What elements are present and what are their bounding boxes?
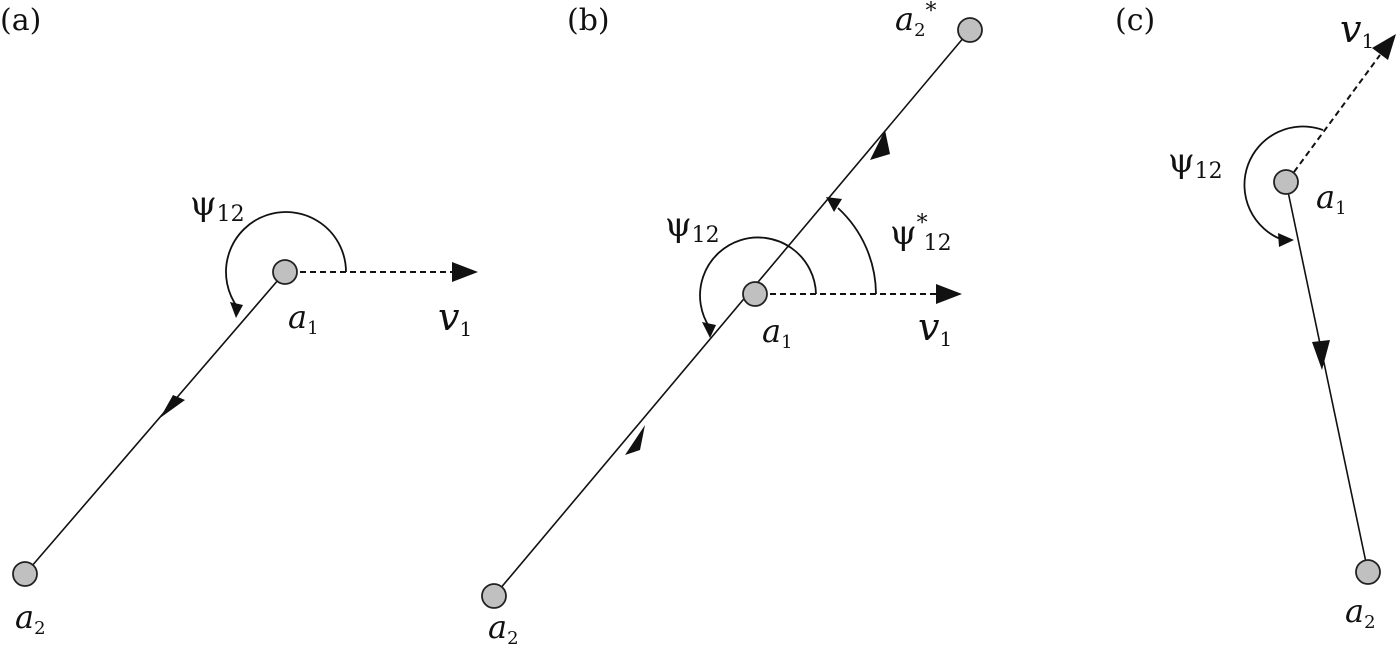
panel-a-psi-label: ψ12 xyxy=(190,184,245,227)
panel-b-psi-arrowhead xyxy=(702,322,716,338)
panel-b-a2-label: a2 xyxy=(488,608,519,649)
panel-b: (b) ψ12 ψ*12 a1 v1 a2 xyxy=(481,0,983,649)
panel-a-node-a2 xyxy=(12,561,38,587)
panel-c-a1-label: a1 xyxy=(1316,178,1347,219)
panel-b-psi-star-arc xyxy=(837,207,877,295)
panel-c-edge-a1-a2 xyxy=(1285,181,1369,573)
panel-a-psi-arrowhead xyxy=(230,302,243,318)
panel-c-label: (c) xyxy=(1115,3,1155,38)
panel-c-psi-label: ψ12 xyxy=(1168,141,1223,184)
panel-c-v1-label: v1 xyxy=(1340,7,1374,53)
panel-b-psi-star-arrowhead xyxy=(826,197,842,212)
panel-a-psi-arc xyxy=(225,211,347,309)
panel-c: (c) ψ12 a1 v1 a2 xyxy=(1115,3,1396,633)
panel-a-velocity-arrowhead xyxy=(452,262,478,282)
panel-a-a2-label: a2 xyxy=(15,598,46,639)
panel-c-psi-arc xyxy=(1243,125,1324,241)
panel-b-node-a2 xyxy=(481,583,507,609)
panel-b-psi-label: ψ12 xyxy=(665,205,720,248)
panel-b-edge-a2-a2star xyxy=(493,29,971,597)
panel-b-edge-upper-arrowhead xyxy=(870,130,890,160)
panel-c-psi-arrowhead xyxy=(1278,233,1294,247)
panel-b-edge-lower-arrowhead xyxy=(625,425,645,455)
panel-a-edge-arrowhead xyxy=(160,395,185,418)
panel-a-label: (a) xyxy=(0,3,41,38)
panel-c-a2-label: a2 xyxy=(1345,592,1376,633)
panel-b-label: (b) xyxy=(567,3,610,38)
panel-b-psi-star-label: ψ*12 xyxy=(890,211,952,256)
panel-b-a2star-label: a2* xyxy=(895,0,937,41)
panel-b-psi-arc xyxy=(699,236,817,329)
panel-b-node-a2star xyxy=(957,17,983,43)
panel-a-edge-a1-a2 xyxy=(24,271,286,575)
panel-c-velocity-vector xyxy=(1293,54,1381,173)
panel-b-velocity-arrowhead xyxy=(936,284,962,304)
panel-b-v1-label: v1 xyxy=(918,305,952,351)
panel-c-node-a2 xyxy=(1355,559,1381,585)
panel-b-a1-label: a1 xyxy=(762,312,793,353)
panel-a: (a) ψ12 a1 v1 a2 xyxy=(0,3,478,639)
panel-a-v1-label: v1 xyxy=(438,295,472,341)
panel-c-velocity-arrowhead xyxy=(1372,34,1396,60)
panel-c-node-a1 xyxy=(1273,169,1299,195)
panel-c-edge-arrowhead xyxy=(1312,340,1330,370)
panel-a-node-a1 xyxy=(272,259,298,285)
panel-b-node-a1 xyxy=(742,281,768,307)
panel-a-a1-label: a1 xyxy=(288,298,319,339)
